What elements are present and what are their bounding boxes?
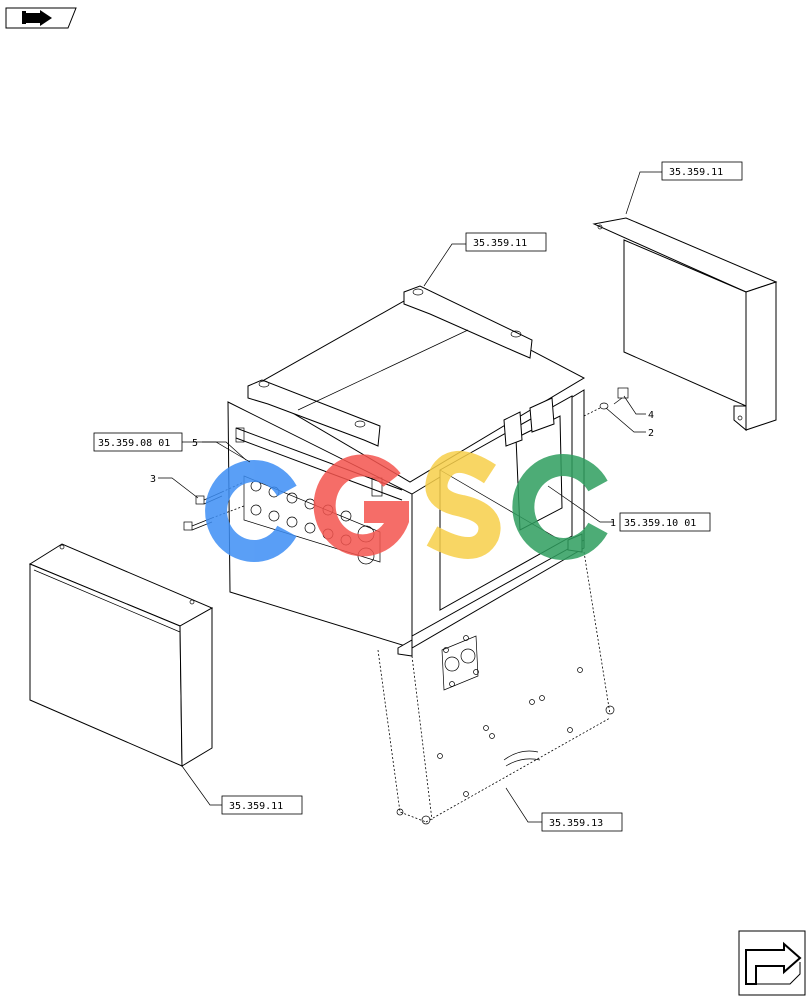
next-page-icon[interactable] — [738, 930, 806, 996]
item-1: 1 — [610, 518, 616, 529]
svg-text:35.359.13: 35.359.13 — [549, 818, 603, 829]
leader-lines — [158, 171, 662, 823]
left-front-cover — [28, 543, 214, 767]
item-2: 2 — [648, 428, 654, 439]
ref-35-359-11-left[interactable]: 35.359.11 — [221, 795, 303, 815]
ref-35-359-11-top[interactable]: 35.359.11 — [465, 232, 547, 252]
washer-screw-4-2 — [583, 387, 629, 417]
svg-text:35.359.08 01: 35.359.08 01 — [98, 438, 170, 449]
watermark-letter-s — [425, 450, 501, 559]
item-4: 4 — [648, 410, 654, 421]
ref-35-359-11-right[interactable]: 35.359.11 — [661, 161, 743, 181]
svg-text:35.359.11: 35.359.11 — [669, 167, 723, 178]
right-side-cover — [592, 217, 778, 432]
item-3: 3 — [150, 474, 156, 485]
watermark-letter-c1 — [205, 460, 297, 562]
ref-35-359-08-01[interactable]: 35.359.08 01 — [93, 432, 183, 452]
svg-text:35.359.10 01: 35.359.10 01 — [624, 518, 696, 529]
svg-text:35.359.11: 35.359.11 — [473, 238, 527, 249]
ref-35-359-13[interactable]: 35.359.13 — [541, 812, 623, 832]
watermark-logo — [205, 450, 608, 562]
ref-35-359-10-01[interactable]: 35.359.10 01 — [619, 512, 711, 532]
bottom-plate — [377, 551, 615, 825]
watermark-letter-g — [313, 454, 409, 557]
svg-text:35.359.11: 35.359.11 — [229, 801, 283, 812]
watermark-letter-c2 — [512, 454, 608, 560]
item-5: 5 — [192, 438, 198, 449]
previous-page-icon[interactable] — [5, 7, 77, 29]
